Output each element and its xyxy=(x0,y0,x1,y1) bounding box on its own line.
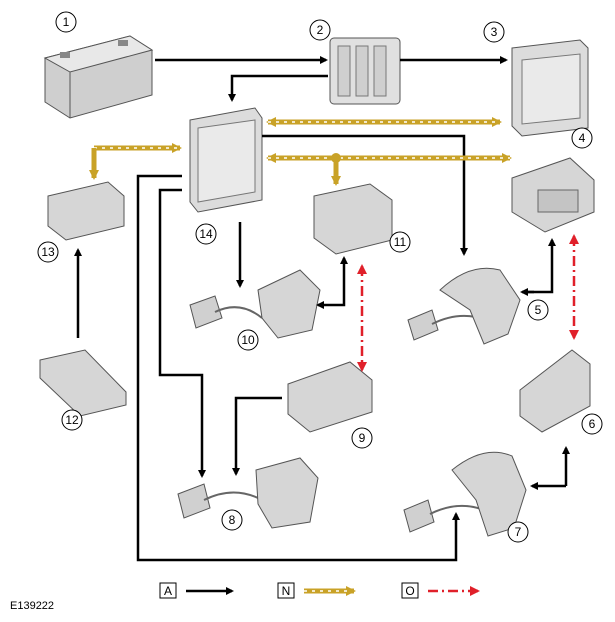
legend-item-o: O xyxy=(401,582,480,599)
callout-4: 4 xyxy=(571,127,593,149)
callout-6: 6 xyxy=(581,413,603,435)
callout-14: 14 xyxy=(195,223,217,245)
module-12-component xyxy=(39,349,127,417)
door-latch-10-component xyxy=(189,269,321,339)
callout-12: 12 xyxy=(61,409,83,431)
legend: A N O xyxy=(159,582,480,599)
figure-code: E139222 xyxy=(10,600,55,612)
callout-13: 13 xyxy=(37,241,59,263)
door-latch-5-component xyxy=(407,267,521,345)
callout-13-text: 13 xyxy=(41,245,55,259)
fuse-block-component xyxy=(329,37,401,105)
door-latch-8-component xyxy=(177,457,319,529)
callout-2: 2 xyxy=(309,19,331,41)
callout-10-text: 10 xyxy=(241,333,255,347)
component-labels: 1 2 3 4 5 6 7 8 9 10 11 12 13 14 xyxy=(37,11,603,543)
legend-item-a-letter: A xyxy=(164,584,172,598)
callout-10: 10 xyxy=(237,329,259,351)
module-9-component xyxy=(287,361,373,433)
callout-6-text: 6 xyxy=(589,417,596,431)
legend-item-n: N xyxy=(277,582,356,599)
bus-o xyxy=(357,234,579,372)
module-11-component xyxy=(313,183,393,255)
callout-2-text: 2 xyxy=(317,23,324,37)
module-6-component xyxy=(519,349,591,433)
callout-7: 7 xyxy=(507,521,529,543)
module-4-component xyxy=(511,157,595,233)
callout-11: 11 xyxy=(389,231,411,253)
callout-11-text: 11 xyxy=(394,235,407,249)
module-13-component xyxy=(47,181,125,241)
callout-14-text: 14 xyxy=(199,227,213,241)
callout-7-text: 7 xyxy=(515,525,522,539)
callout-5: 5 xyxy=(527,299,549,321)
junction-box-right-component xyxy=(511,39,589,137)
legend-item-n-letter: N xyxy=(282,584,291,598)
callout-1: 1 xyxy=(55,11,77,33)
bus-n xyxy=(89,117,512,186)
central-junction-box-component xyxy=(189,107,263,213)
callout-1-text: 1 xyxy=(63,15,70,29)
wires-a xyxy=(74,56,570,562)
battery-component xyxy=(43,35,154,119)
legend-item-a: A xyxy=(159,582,234,599)
callout-8-text: 8 xyxy=(229,513,236,527)
door-latch-7-component xyxy=(403,451,527,537)
callout-4-text: 4 xyxy=(579,131,586,145)
callout-5-text: 5 xyxy=(535,303,542,317)
callout-9: 9 xyxy=(351,427,373,449)
legend-item-o-letter: O xyxy=(405,584,414,598)
callout-12-text: 12 xyxy=(65,413,79,427)
callout-3-text: 3 xyxy=(491,25,498,39)
callout-3: 3 xyxy=(483,21,505,43)
callout-9-text: 9 xyxy=(359,431,366,445)
callout-8: 8 xyxy=(221,509,243,531)
